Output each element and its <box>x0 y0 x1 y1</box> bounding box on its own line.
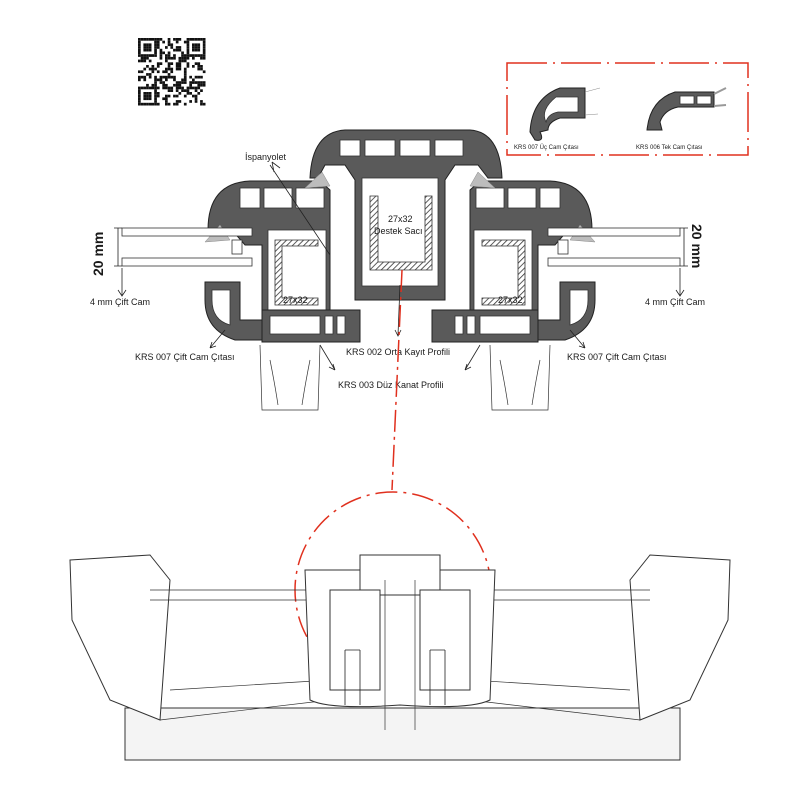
label-bead-right: KRS 007 Çift Cam Çıtası <box>567 352 667 362</box>
inset-label-krs007: KRS 007 Üç Cam Çıtası <box>514 144 579 151</box>
label-glass-thickness-left: 20 mm <box>90 232 106 276</box>
right-glass-unit <box>547 227 681 267</box>
left-handle-hardware <box>259 344 321 411</box>
sash-handles <box>344 649 446 705</box>
label-left-steel: 27x32 <box>283 295 308 305</box>
inset-box: KRS 007 Üç Cam Çıtası KRS 006 Tek Cam Çı… <box>506 62 749 156</box>
label-espagnolette: İspanyolet <box>245 152 287 162</box>
label-support-plate: Destek Sacı <box>374 226 423 236</box>
support-steel <box>369 195 433 271</box>
label-support-size: 27x32 <box>388 214 413 224</box>
inset-label-krs006: KRS 006 Tek Cam Çıtası <box>636 145 703 151</box>
label-glass-right: 4 mm Çift Cam <box>645 297 705 307</box>
label-glass-thickness-right: 20 mm <box>689 224 705 268</box>
label-right-steel: 27x32 <box>498 295 523 305</box>
detail-leader-line <box>391 269 403 491</box>
cross-section <box>114 129 688 411</box>
bead-single-glass-icon <box>646 87 727 131</box>
qr-code-icon <box>138 38 206 106</box>
label-bead-left: KRS 007 Çift Cam Çıtası <box>135 352 235 362</box>
bead-triple-glass-icon <box>529 87 601 141</box>
perspective-view <box>69 554 731 761</box>
right-handle-hardware <box>489 344 551 411</box>
label-sash: KRS 003 Düz Kanat Profili <box>338 380 444 390</box>
left-glass-unit <box>121 227 253 267</box>
label-glass-left: 4 mm Çift Cam <box>90 297 150 307</box>
